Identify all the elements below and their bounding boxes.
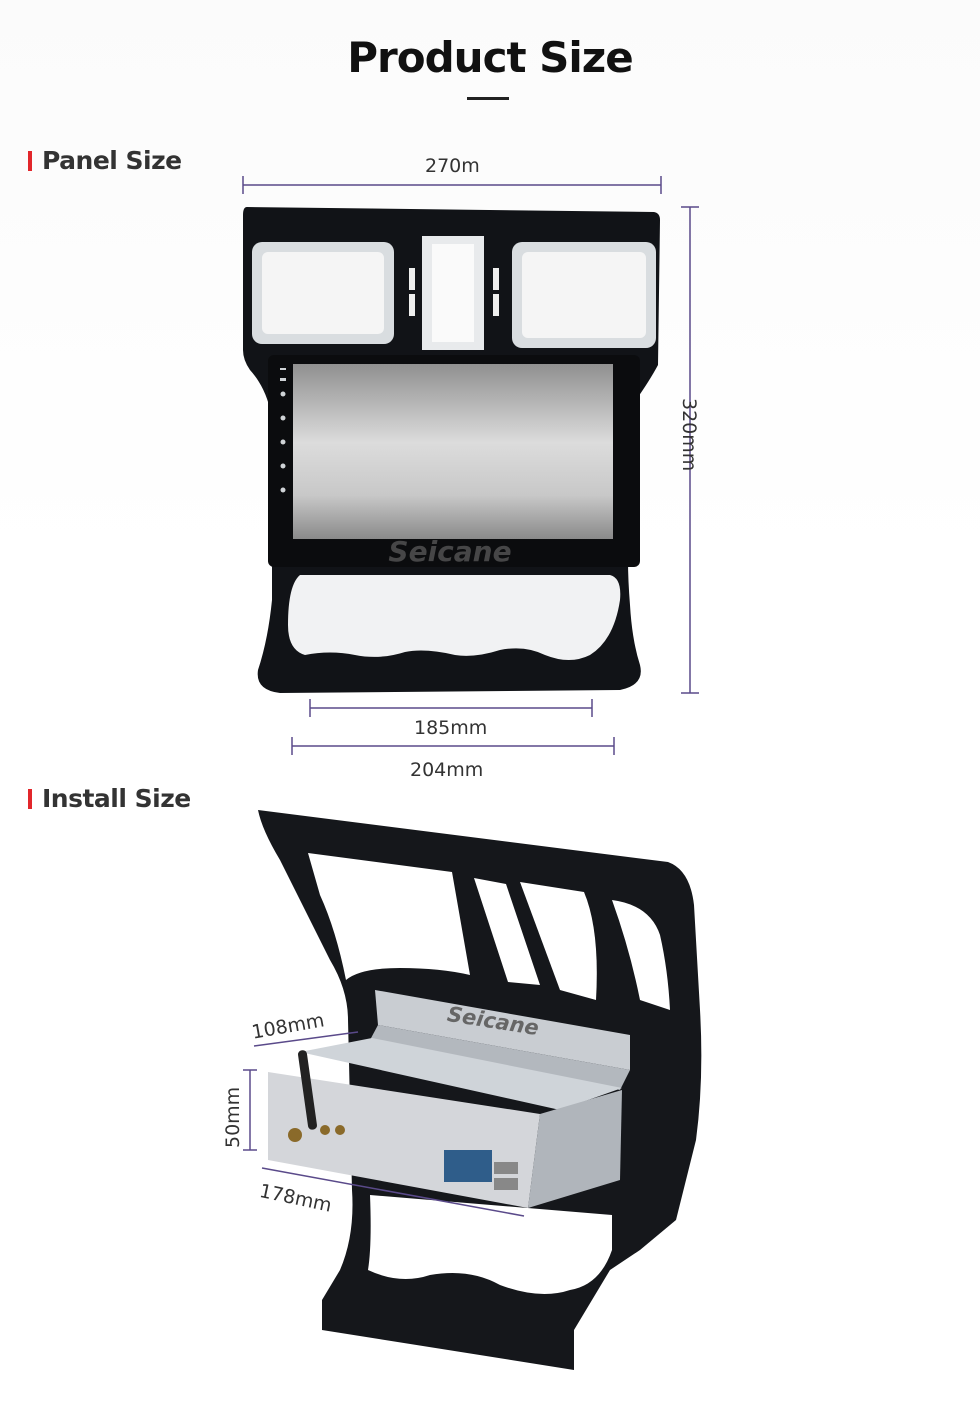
panel-screen-width-label: 185mm	[414, 717, 488, 739]
panel-bottom-width-label: 204mm	[410, 759, 484, 781]
panel-watermark: Seicane	[388, 535, 511, 568]
title-underline	[467, 97, 509, 100]
head-unit-panel	[243, 207, 660, 693]
panel-width-top-label: 270m	[425, 155, 480, 177]
panel-size-label: Panel Size	[42, 146, 182, 175]
install-illustration	[258, 810, 702, 1370]
screen-side-buttons	[280, 368, 286, 493]
install-dimension-lines	[243, 1031, 525, 1217]
section-marker	[28, 151, 32, 171]
install-size-heading: Install Size	[28, 784, 191, 813]
panel-height-label: 320mm	[678, 398, 700, 472]
panel-size-heading: Panel Size	[28, 146, 182, 175]
panel-dimension-lines	[242, 176, 699, 755]
page-title: Product Size	[347, 33, 634, 82]
section-marker	[28, 789, 32, 809]
install-height-label: 50mm	[222, 1086, 244, 1148]
install-size-label: Install Size	[42, 784, 191, 813]
